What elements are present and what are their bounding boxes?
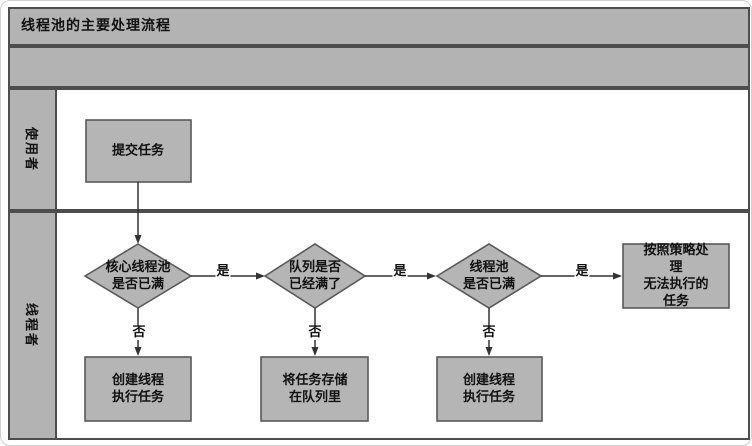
- queue-full-label: 队列是否 已经满了: [288, 260, 342, 292]
- create-thread-box-2: [436, 356, 543, 422]
- lane-user-label-cell: [8, 88, 57, 211]
- submit-task-label: 提交任务: [111, 143, 165, 159]
- edge-label-yes-3: 是: [574, 264, 590, 279]
- lane-label-user: 使用者: [9, 89, 56, 210]
- edge-label-yes-1: 是: [215, 264, 231, 279]
- create-thread-box-1: [84, 356, 192, 422]
- policy-box: [622, 243, 730, 309]
- edge-label-no-2: 否: [307, 325, 323, 340]
- edge-label-no-3: 否: [481, 325, 497, 340]
- arrow-submit-to-core: [134, 182, 142, 244]
- store-queue-label: 将任务存储 在队列里: [282, 373, 348, 405]
- edge-label-no-1: 否: [131, 325, 147, 340]
- create-thread-label-1: 创建线程 执行任务: [111, 373, 165, 405]
- store-queue-box: [260, 356, 369, 422]
- phase-band-cell: [8, 46, 750, 88]
- title-bar-cell: [8, 7, 750, 46]
- lane-label-pool-text: 线程者: [22, 302, 38, 349]
- create-thread-label-2: 创建线程 执行任务: [462, 373, 516, 405]
- policy-label: 按照策略处理 无法执行的任务: [643, 243, 709, 309]
- edge-label-yes-2: 是: [392, 264, 408, 279]
- lane-label-pool: 线程者: [9, 212, 56, 439]
- lane-label-user-text: 使用者: [22, 126, 38, 173]
- diagram-title: 线程池的主要处理流程: [21, 18, 171, 34]
- lane-pool-label-cell: [8, 211, 57, 440]
- pool-full-label: 线程池 是否已满: [462, 260, 516, 292]
- core-pool-full-label: 核心线程池 是否已满: [105, 260, 171, 292]
